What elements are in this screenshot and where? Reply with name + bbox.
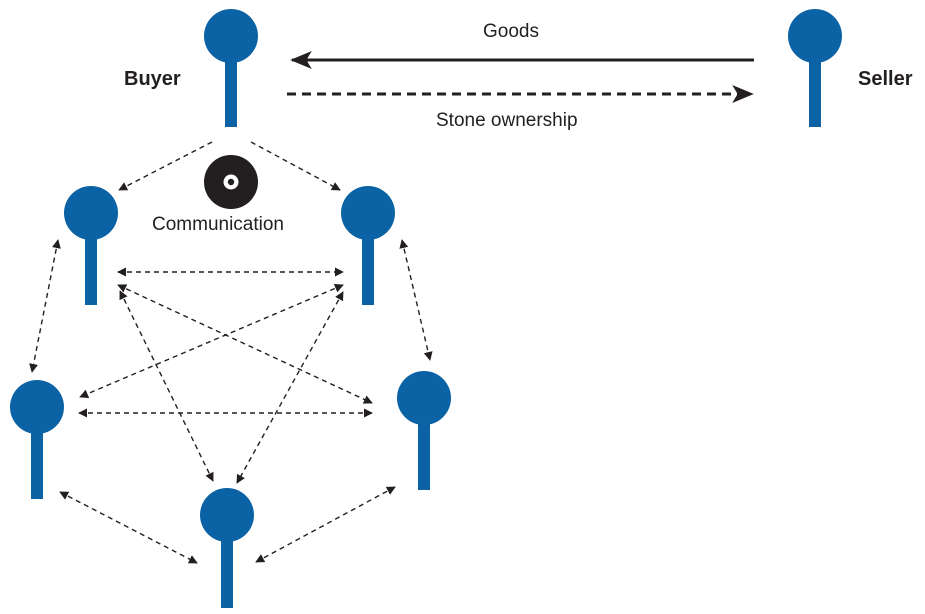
link-m2-m5	[236, 291, 344, 484]
link-m2-m4	[399, 239, 433, 361]
member-2-figure-icon	[341, 186, 395, 305]
buyer-figure-icon	[204, 9, 258, 127]
goods-label: Goods	[483, 21, 539, 42]
buyer-to-member-2-arrow	[250, 141, 341, 191]
member-5-figure-icon	[200, 488, 254, 608]
member-4-figure-icon	[397, 371, 451, 490]
member-1-figure-icon	[64, 186, 118, 305]
stone-ownership-label: Stone ownership	[436, 110, 578, 131]
communication-label: Communication	[152, 214, 284, 235]
link-m3-m5	[59, 491, 198, 564]
link-m1-m3	[29, 239, 61, 373]
buyer-label: Buyer	[124, 68, 181, 90]
link-m2-m3	[79, 284, 344, 398]
network-links	[29, 239, 433, 564]
member-3-figure-icon	[10, 380, 64, 499]
seller-label: Seller	[858, 68, 913, 90]
buyer-to-member-1-arrow	[118, 141, 213, 191]
seller-figure-icon	[788, 9, 842, 127]
link-m1-m5	[119, 290, 214, 482]
link-m4-m5	[255, 486, 396, 563]
communication-symbol-icon	[204, 155, 258, 209]
link-m1-m4	[117, 284, 373, 404]
